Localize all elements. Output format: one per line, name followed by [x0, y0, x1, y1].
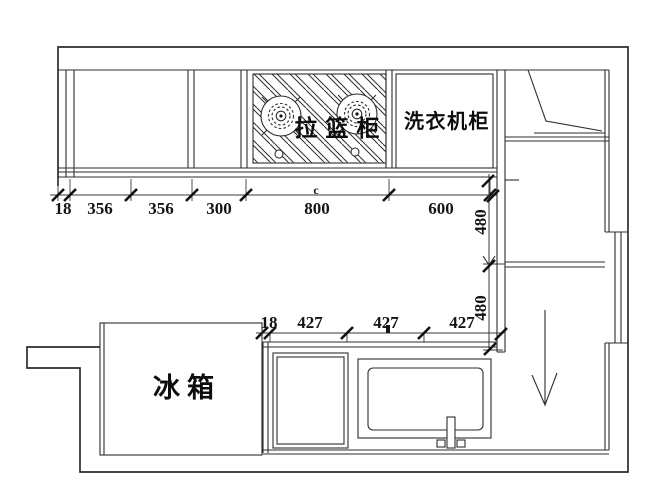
dim-tick: [124, 188, 138, 202]
stove-knob: [274, 149, 284, 159]
faucet-handle: [456, 439, 466, 448]
base-cabinet: [272, 352, 349, 449]
dim-tick: [382, 188, 396, 202]
dim-tick: [483, 342, 497, 356]
dim-tick: [239, 188, 253, 202]
burner-dotted-ring: [271, 106, 291, 126]
dim-value: 427: [449, 313, 475, 332]
dim-value: 356: [148, 199, 174, 218]
dim-value: 300: [206, 199, 232, 218]
outer-wall: [26, 46, 629, 473]
interior-wall-vertical: [496, 70, 506, 353]
dim-value: 18: [261, 313, 278, 332]
center-mark: [386, 325, 390, 333]
burner-dotted-ring: [267, 102, 295, 130]
dim-value: 356: [87, 199, 113, 218]
fridge-box: [99, 322, 263, 456]
dim-value: 427: [297, 313, 323, 332]
burner-dotted-ring: [343, 100, 371, 128]
dim-tick: [494, 327, 508, 341]
washing-machine-cabinet-box: [395, 73, 494, 169]
dim-tick: [63, 188, 77, 202]
interior-wall-horizontal: [505, 261, 605, 268]
dim-tick: [340, 326, 354, 340]
faucet-handle: [436, 439, 446, 448]
bottom-counter: [262, 341, 497, 453]
dimension-row-middle: 18 427 427 427: [255, 313, 508, 342]
direction-arrow-down-icon: [531, 310, 558, 407]
pull-basket-cabinet-label: 拉篮柜: [295, 115, 388, 142]
dim-value: 600: [428, 199, 454, 218]
base-cabinet-inner: [276, 356, 345, 445]
faucet: [446, 416, 456, 449]
top-counter: [58, 69, 609, 181]
sink: [357, 358, 492, 449]
dim-tick: [263, 326, 277, 340]
dim-tick: [486, 189, 500, 203]
dimension-column-right: 480 480: [471, 174, 505, 356]
dim-value: 18: [55, 199, 72, 218]
dim-value: 800: [304, 199, 330, 218]
stove-frame-left: [240, 70, 248, 168]
corner-door-fold: [505, 69, 609, 142]
washing-machine-cabinet-label: 洗衣机柜: [404, 109, 490, 133]
dim-value: 480: [471, 295, 490, 321]
right-wall-window: [605, 231, 628, 344]
burner-center: [355, 112, 359, 116]
burner-right: [336, 93, 378, 157]
fold-line: [527, 69, 603, 132]
sink-counter: [357, 358, 492, 439]
stove-knob: [350, 147, 360, 157]
walls: [26, 46, 629, 473]
burner-center: [279, 114, 283, 118]
dim-tick: [483, 188, 497, 202]
dim-tick: [51, 188, 65, 202]
burner-dotted-ring: [347, 104, 367, 124]
burner-left: [260, 95, 302, 159]
dim-tick: [185, 188, 199, 202]
dim-value: 480: [471, 209, 490, 235]
dim-tick: [482, 259, 496, 273]
arrow-head: [531, 372, 558, 407]
dim-value: 427: [373, 313, 399, 332]
dim-tick: [481, 174, 495, 188]
stove: [252, 73, 387, 164]
bottom-inner-wall: [263, 449, 609, 455]
centerline-mark: c: [313, 183, 319, 197]
cabinet-divider: [187, 70, 195, 168]
dim-tick: [417, 326, 431, 340]
fridge-outline: [99, 322, 263, 456]
dimension-row-top: 18 356 356 300 800 600 c: [50, 179, 497, 218]
fridge-label: 冰箱: [153, 372, 221, 404]
sink-basin: [367, 367, 484, 431]
